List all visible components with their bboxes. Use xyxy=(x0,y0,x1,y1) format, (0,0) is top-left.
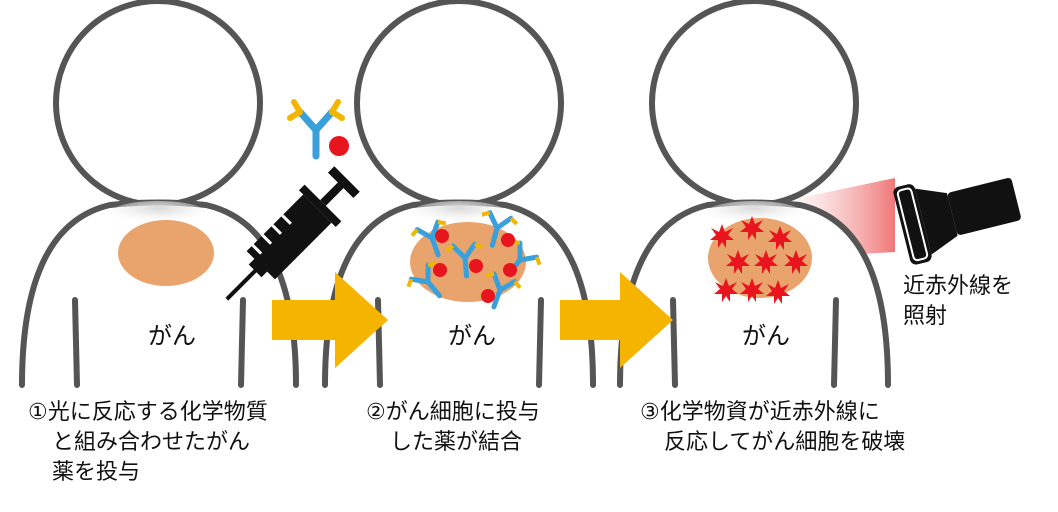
step-2-line-2: した薬が結合 xyxy=(390,430,523,455)
arrow-icon-1 xyxy=(272,272,388,368)
cancer-label-3: がん xyxy=(742,322,790,350)
collar-shadow-1 xyxy=(110,201,206,225)
tumor-1 xyxy=(118,220,214,286)
step-1-caption: ①光に反応する化学物質 と組み合わせたがん 薬を投与 xyxy=(28,398,268,488)
arrow-icon-2 xyxy=(560,272,673,368)
step-3-line-2: 反応してがん細胞を破壊 xyxy=(664,430,906,455)
flashlight-icon xyxy=(893,177,1021,265)
collar-shadow-3 xyxy=(706,201,802,225)
step-2-line-1: ②がん細胞に投与 xyxy=(366,400,540,425)
step-1-line-3: 薬を投与 xyxy=(52,460,141,485)
near-infrared-label: 近赤外線を 照射 xyxy=(903,272,1013,332)
step-1-line-2: と組み合わせたがん xyxy=(52,430,251,455)
collar-shadow-2 xyxy=(411,201,507,225)
person-1 xyxy=(19,0,299,388)
cancer-label-2: がん xyxy=(448,322,496,350)
step-3-caption: ③化学物資が近赤外線に 反応してがん細胞を破壊 xyxy=(640,398,905,458)
syringe-icon xyxy=(225,166,360,301)
bound-antibodies xyxy=(406,210,542,310)
step-1-line-1: ①光に反応する化学物質 xyxy=(28,400,268,425)
cancer-label-1: がん xyxy=(148,322,196,350)
step-2-caption: ②がん細胞に投与 した薬が結合 xyxy=(366,398,540,458)
antibody-icon xyxy=(287,99,345,160)
near-infrared-label-line-2: 照射 xyxy=(903,304,948,329)
step-3-line-1: ③化学物資が近赤外線に xyxy=(640,400,880,425)
starburst-icons xyxy=(710,216,808,304)
drug-dot-icon xyxy=(329,136,349,156)
near-infrared-label-line-1: 近赤外線を xyxy=(903,274,1014,299)
